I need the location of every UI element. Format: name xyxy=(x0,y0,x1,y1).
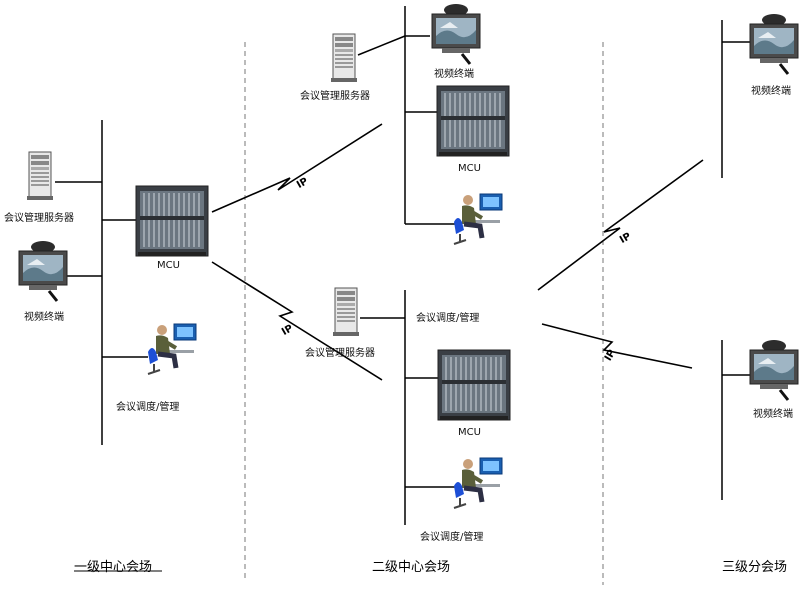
l3a-terminal-label: 视频终端 xyxy=(751,86,791,97)
l1-operator-label: 会议调度/管理 xyxy=(116,402,180,413)
l2b-server-icon xyxy=(332,287,360,337)
zone-title-level1: 一级中心会场 xyxy=(74,560,153,575)
ip-link-3 xyxy=(537,159,704,291)
l2b-dispatch-label: 会议调度/管理 xyxy=(416,313,480,324)
l1-terminal-label: 视频终端 xyxy=(24,312,64,323)
l2b-operator-label: 会议调度/管理 xyxy=(420,532,484,543)
l2a-operator-icon xyxy=(454,194,502,244)
l2b-server-label: 会议管理服务器 xyxy=(305,348,375,359)
l2a-server-label: 会议管理服务器 xyxy=(300,91,370,102)
zone-title-level2: 二级中心会场 xyxy=(372,560,451,575)
l2a-bus xyxy=(357,6,455,225)
l1-mcu-label: MCU xyxy=(157,260,180,271)
l2a-mcu-label: MCU xyxy=(458,163,481,174)
l3b-terminal-label: 视频终端 xyxy=(753,409,793,420)
zone-title-level3: 三级分会场 xyxy=(722,560,788,575)
l1-mcu-icon xyxy=(135,185,209,257)
l2a-terminal-label: 视频终端 xyxy=(434,69,474,80)
l2b-operator-icon xyxy=(454,458,502,508)
l3-bus xyxy=(721,20,750,500)
l2b-mcu-label: MCU xyxy=(458,427,481,438)
ip-link-4 xyxy=(541,323,693,369)
l2a-server-icon xyxy=(330,33,358,83)
l1-server-label: 会议管理服务器 xyxy=(4,213,74,224)
l1-server-icon xyxy=(26,151,54,201)
l1-terminal-icon xyxy=(17,239,69,303)
l3b-terminal-icon xyxy=(748,338,800,402)
l1-operator-icon xyxy=(148,324,196,374)
l2a-terminal-icon xyxy=(430,2,482,66)
l2a-mcu-icon xyxy=(436,85,510,157)
l1-bus xyxy=(55,120,148,445)
ip-link-1 xyxy=(211,123,383,213)
l3a-terminal-icon xyxy=(748,12,800,76)
l2b-mcu-icon xyxy=(437,349,511,421)
l2b-bus xyxy=(360,290,455,525)
ip-link-2 xyxy=(211,261,383,381)
